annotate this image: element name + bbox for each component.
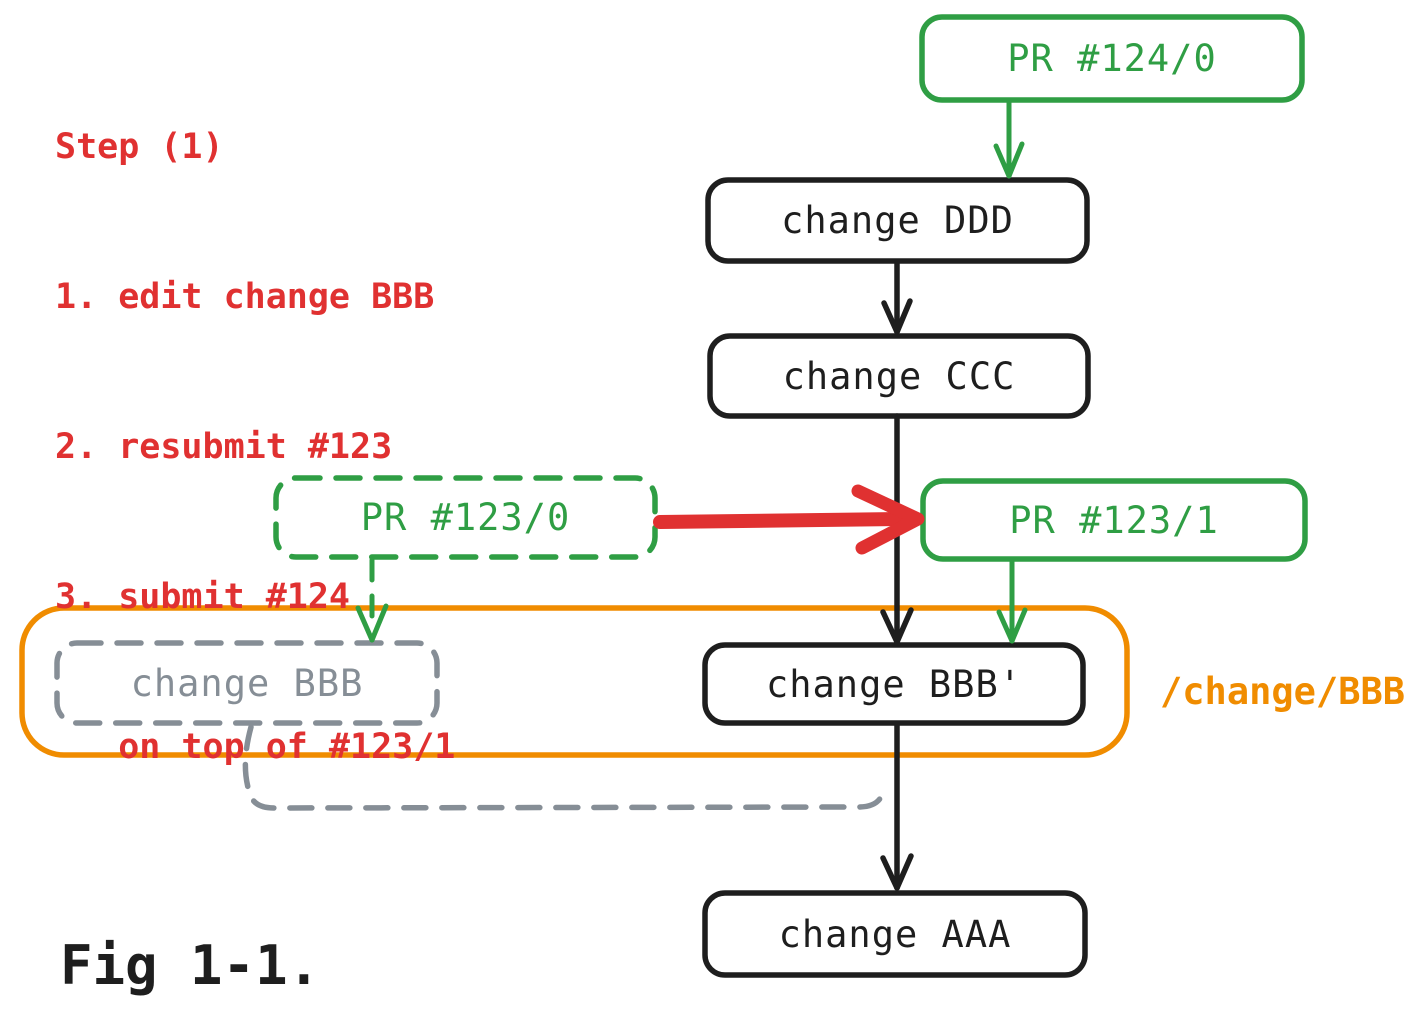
branch-path-label: /change/BBB (1160, 670, 1406, 713)
arrow-bbb-prime-to-aaa (880, 721, 914, 891)
change-aaa-label: change AAA (778, 912, 1012, 956)
change-ccc-label: change CCC (782, 354, 1016, 398)
arrow-pr123-0-to-pr123-1 (653, 484, 925, 555)
change-aaa-outline (702, 890, 1088, 978)
step-annotation-line: on top of #123/1 (55, 727, 456, 767)
branch-group-outline (19, 605, 1130, 758)
figure-caption: Fig 1-1. (60, 934, 321, 997)
change-bbb-prime-label: change BBB' (765, 662, 1023, 706)
pr-124-0-outline (919, 14, 1305, 103)
pr-123-0-label: PR #123/0 (360, 496, 571, 539)
arrow-pr123-0-to-bbb (355, 557, 389, 643)
step-annotation-line: 2. resubmit #123 (55, 427, 393, 467)
change-bbb-prime-outline (702, 642, 1086, 726)
change-ddd-label: change DDD (781, 199, 1014, 242)
arrow-pr123-1-to-bbb-prime (996, 556, 1028, 644)
step-annotation-line: 1. edit change BBB (55, 277, 435, 317)
change-bbb-label: change BBB (130, 661, 364, 705)
step-annotation-line: Step (1) (55, 127, 224, 167)
change-bbb-outline (54, 640, 440, 726)
obsolete-parent-connector (242, 724, 884, 811)
step-annotation: Step (1) 1. edit change BBB 2. resubmit … (55, 22, 455, 872)
arrow-pr124-to-ddd (993, 99, 1025, 179)
arrow-ddd-to-ccc (881, 260, 913, 335)
step-annotation-line: 3. submit #124 (55, 577, 351, 617)
pr-124-0-label: PR #124/0 (1007, 37, 1217, 80)
pr-123-1-label: PR #123/1 (1009, 498, 1219, 542)
pr-123-0-outline (273, 475, 658, 560)
